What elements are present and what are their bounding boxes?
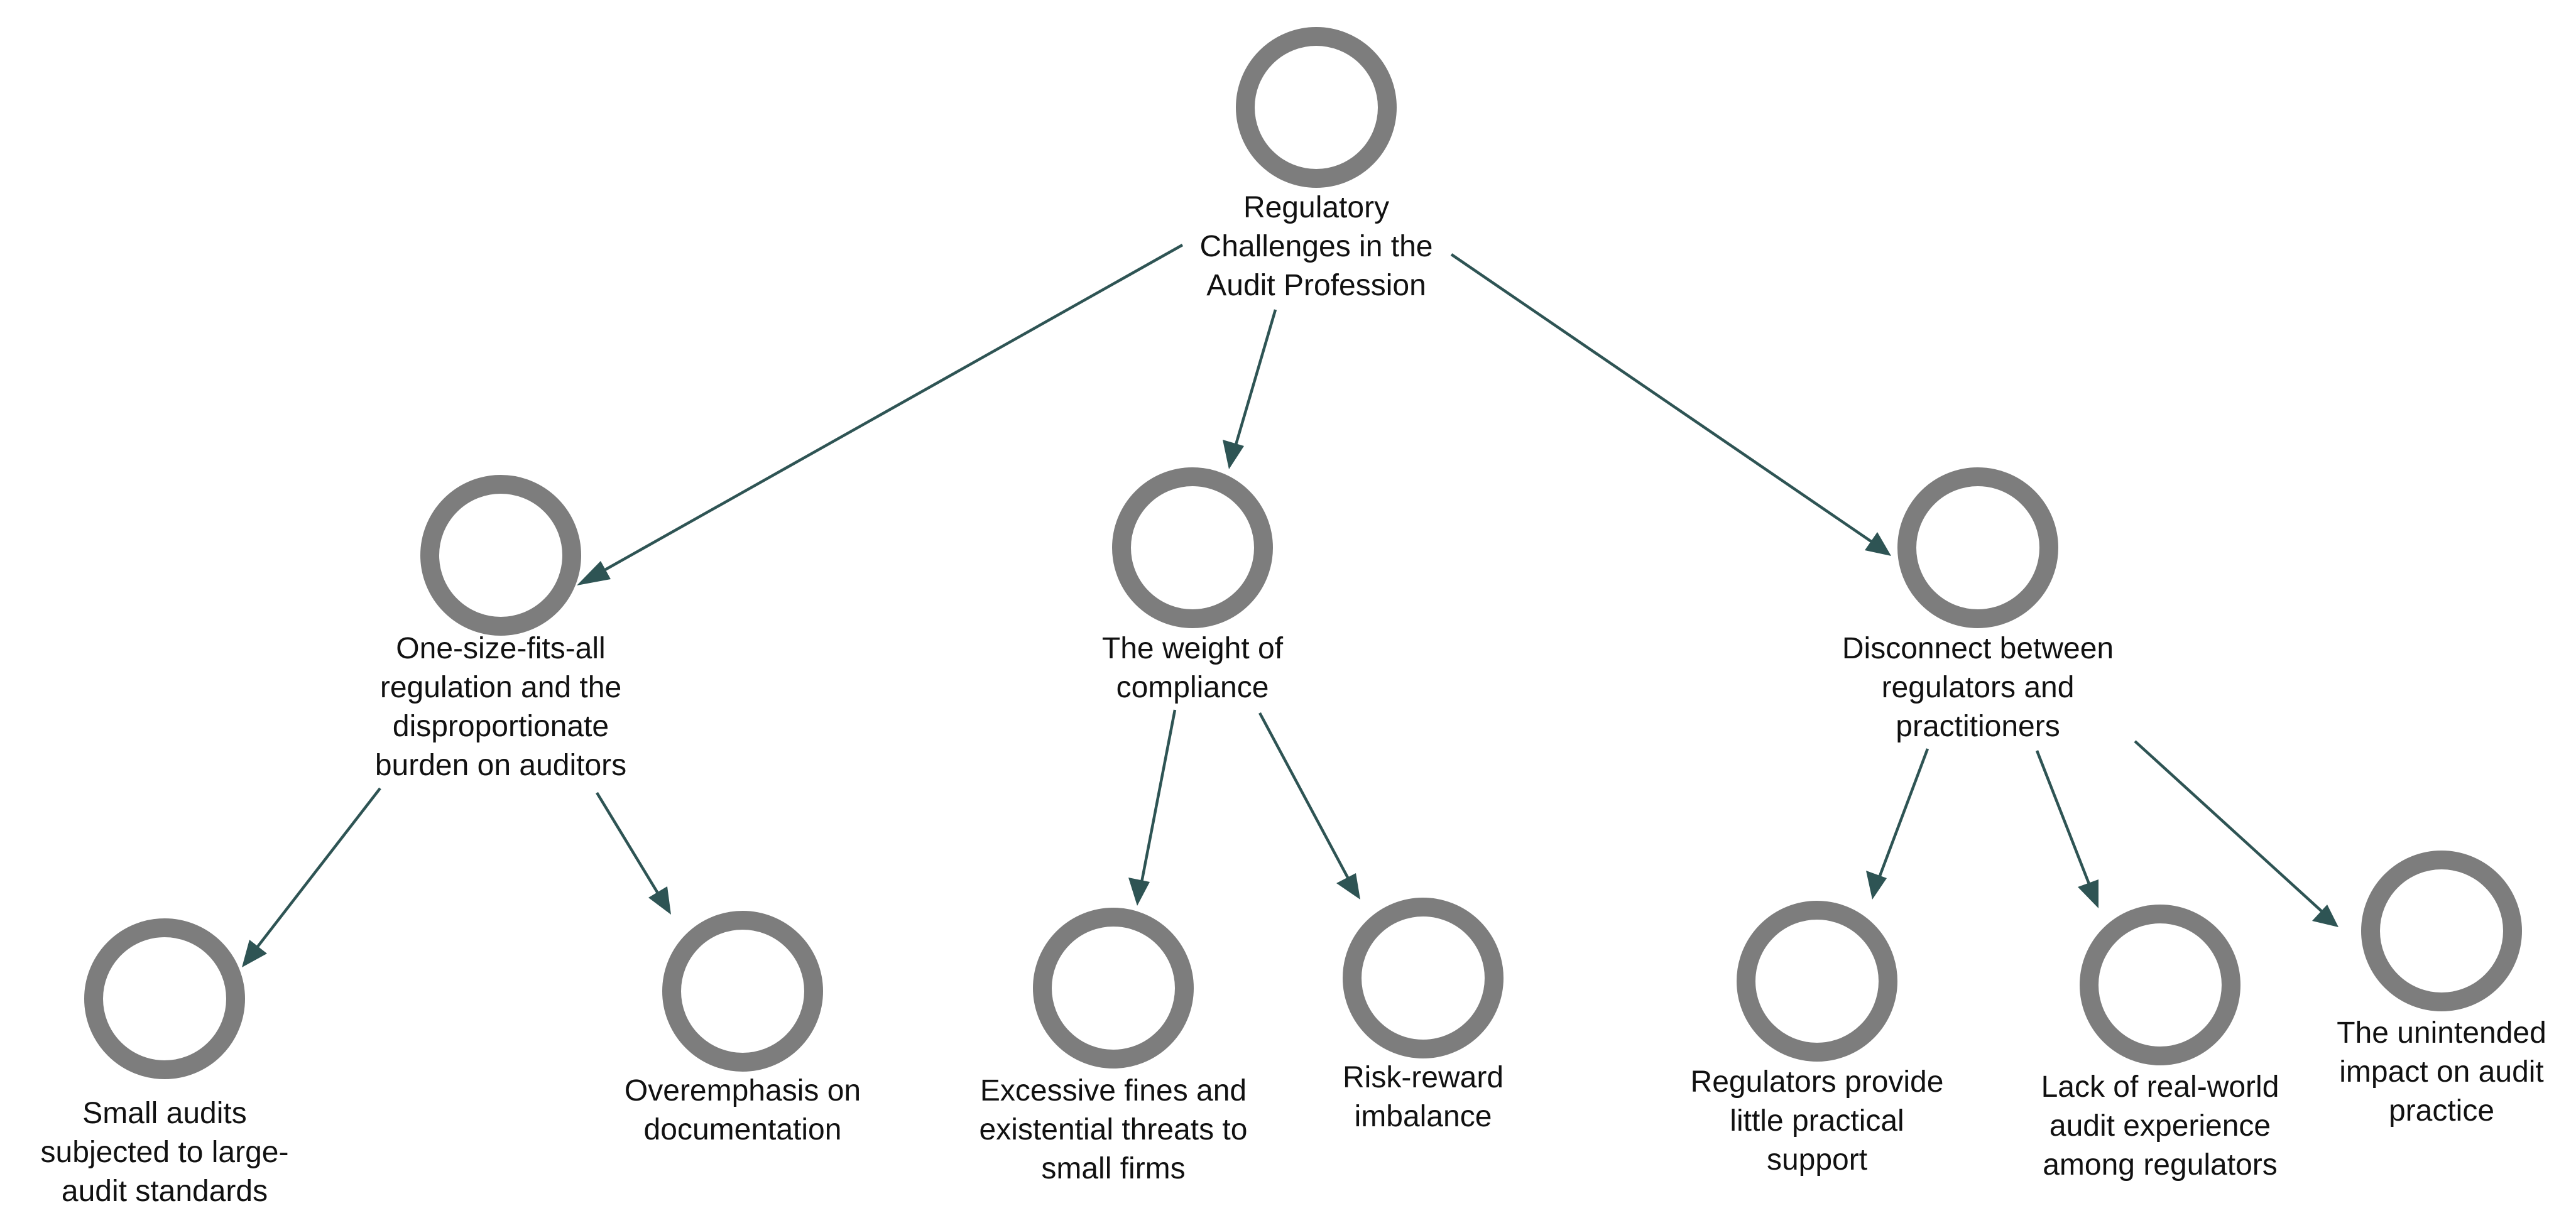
label-line: documentation: [643, 1113, 842, 1146]
arrowhead: [648, 886, 671, 915]
edge-root-to-branch-1: [577, 244, 1184, 585]
label-line: disproportionate: [392, 710, 609, 743]
leaf-2-2-node-circle[interactable]: [1343, 898, 1504, 1058]
branch-1-label: One-size-fits-all regulation and the dis…: [312, 629, 689, 785]
edge-branch-2-to-leaf-1: [1128, 709, 1177, 906]
leaf-3-2-node-circle[interactable]: [2080, 905, 2240, 1065]
label-line: Excessive fines and: [980, 1074, 1247, 1107]
label-line: little practical: [1730, 1104, 1904, 1138]
label-line: regulation and the: [379, 671, 622, 704]
leaf-1-2-node-circle[interactable]: [662, 911, 823, 1072]
branch-3-label: Disconnect between regulators and practi…: [1789, 629, 2166, 746]
edge-branch-1-to-leaf-1: [242, 787, 381, 967]
label-line: Overemphasis on: [624, 1074, 861, 1107]
label-line: audit experience: [2049, 1109, 2271, 1143]
leaf-1-2-label: Overemphasis on documentation: [554, 1072, 931, 1150]
leaf-3-3-label: The unintended impact on audit practice: [2303, 1014, 2576, 1131]
arrowhead: [2312, 905, 2339, 927]
label-line: imbalance: [1354, 1100, 1492, 1133]
root-node-circle[interactable]: [1236, 27, 1397, 188]
arrowhead: [2078, 879, 2098, 908]
label-line: Regulators provide: [1690, 1065, 1944, 1099]
label-line: among regulators: [2043, 1148, 2278, 1182]
arrowhead: [1866, 871, 1887, 900]
edge-root-to-branch-3: [1450, 253, 1891, 556]
label-line: Lack of real-world: [2041, 1070, 2279, 1104]
label-line: small firms: [1041, 1152, 1186, 1185]
label-line: compliance: [1116, 671, 1269, 704]
label-line: One-size-fits-all: [396, 632, 606, 665]
label-line: Regulatory: [1243, 191, 1390, 224]
leaf-1-1-node-circle[interactable]: [84, 918, 245, 1079]
edge-branch-3-to-leaf-1: [1866, 748, 1929, 900]
label-line: subjected to large-: [40, 1136, 289, 1169]
root-node-label: Regulatory Challenges in the Audit Profe…: [1128, 188, 1505, 305]
leaf-3-2-label: Lack of real-world audit experience amon…: [1972, 1068, 2349, 1185]
edge-branch-2-to-leaf-2: [1258, 712, 1360, 900]
label-line: practice: [2388, 1094, 2495, 1128]
leaf-2-2-label: Risk-reward imbalance: [1235, 1058, 1612, 1136]
label-line: Audit Profession: [1206, 269, 1426, 302]
label-line: audit standards: [61, 1175, 268, 1208]
leaf-3-1-node-circle[interactable]: [1737, 901, 1897, 1062]
arrowhead: [1336, 873, 1360, 900]
label-line: practitioners: [1896, 710, 2060, 743]
arrowhead: [577, 561, 611, 585]
nodes: [84, 27, 2522, 1079]
branch-2-label: The weight of compliance: [1004, 629, 1381, 707]
label-line: burden on auditors: [374, 749, 627, 782]
leaf-1-1-label: Small audits subjected to large- audit s…: [0, 1094, 329, 1211]
label-line: existential threats to: [979, 1113, 1248, 1146]
label-line: The weight of: [1101, 632, 1284, 665]
label-line: impact on audit: [2339, 1055, 2544, 1089]
arrowhead: [1128, 878, 1150, 906]
label-line: Disconnect between: [1842, 632, 2114, 665]
edge-root-to-branch-2: [1223, 309, 1277, 469]
label-line: support: [1766, 1143, 1868, 1177]
arrowhead: [1865, 532, 1891, 556]
arrowhead: [1223, 440, 1244, 469]
leaf-3-1-label: Regulators provide little practical supp…: [1629, 1063, 2006, 1180]
edge-branch-3-to-leaf-2: [2035, 750, 2098, 908]
branch-1-node-circle[interactable]: [420, 475, 581, 636]
leaf-3-3-node-circle[interactable]: [2361, 851, 2522, 1011]
label-line: regulators and: [1881, 671, 2075, 704]
label-line: Risk-reward: [1342, 1061, 1504, 1094]
leaf-2-1-label: Excessive fines and existential threats …: [925, 1072, 1302, 1188]
branch-2-node-circle[interactable]: [1112, 467, 1273, 628]
edge-branch-3-to-leaf-3: [2134, 740, 2339, 927]
label-line: Challenges in the: [1199, 230, 1433, 263]
branch-3-node-circle[interactable]: [1897, 467, 2058, 628]
edges: [242, 244, 2339, 967]
label-line: Small audits: [82, 1097, 247, 1130]
edge-branch-1-to-leaf-2: [596, 791, 671, 915]
arrowhead: [242, 940, 267, 967]
label-line: The unintended: [2337, 1016, 2546, 1050]
leaf-2-1-node-circle[interactable]: [1033, 908, 1194, 1068]
